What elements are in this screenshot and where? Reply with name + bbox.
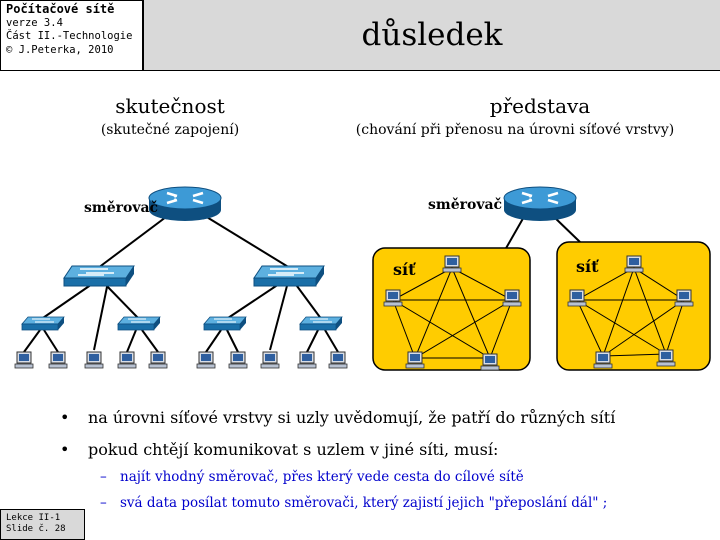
lesson-label: Lekce II-1 bbox=[6, 513, 61, 523]
left-hub-3-icon bbox=[203, 316, 247, 331]
part-label: Část II.-Technologie bbox=[6, 30, 133, 42]
subbullet-text: svá data posílat tomuto směrovači, který… bbox=[120, 495, 608, 511]
network-1-label: síť bbox=[393, 260, 416, 279]
left-pc-icon bbox=[328, 351, 348, 369]
left-pc-icon bbox=[196, 351, 216, 369]
network-2-mesh bbox=[575, 266, 686, 358]
bullet-text: na úrovni síťové vrstvy si uzly uvědomuj… bbox=[88, 408, 616, 427]
net2-pc-icon bbox=[593, 351, 613, 369]
bullet-dot-icon: • bbox=[60, 408, 70, 427]
left-hub-4-icon bbox=[299, 316, 343, 331]
left-router-icon bbox=[147, 185, 223, 223]
bullet-dot-icon: • bbox=[60, 440, 70, 459]
net1-pc-icon bbox=[502, 289, 522, 307]
dash-icon: – bbox=[100, 469, 107, 485]
right-router-label: směrovač bbox=[428, 197, 502, 213]
left-pc-icon bbox=[148, 351, 168, 369]
left-pc-icon bbox=[14, 351, 34, 369]
left-hub-2-icon bbox=[117, 316, 161, 331]
left-switch-1-icon bbox=[63, 265, 135, 287]
net2-pc-icon bbox=[567, 289, 587, 307]
left-hub-1-icon bbox=[21, 316, 65, 331]
left-links bbox=[23, 207, 339, 353]
net1-pc-icon bbox=[383, 289, 403, 307]
left-pc-icon bbox=[48, 351, 68, 369]
left-subtitle: (skutečné zapojení) bbox=[100, 122, 240, 138]
net2-pc-icon bbox=[624, 255, 644, 273]
copyright-label: © J.Peterka, 2010 bbox=[6, 43, 114, 56]
course-name: Počítačové sítě bbox=[6, 2, 115, 16]
right-title: představa bbox=[489, 94, 591, 118]
left-pc-icon bbox=[117, 351, 137, 369]
slide-number: Slide č. 28 bbox=[6, 524, 66, 534]
left-title: skutečnost bbox=[115, 94, 225, 118]
header-info-box: Počítačové sítě verze 3.4 Část II.-Techn… bbox=[0, 0, 143, 71]
network-2-label: síť bbox=[576, 257, 599, 276]
net2-pc-icon bbox=[674, 289, 694, 307]
left-router-label: směrovač bbox=[84, 200, 158, 216]
network-1-box bbox=[372, 247, 531, 371]
network-1-mesh bbox=[391, 266, 514, 360]
version-label: verze 3.4 bbox=[6, 16, 63, 29]
left-pc-icon bbox=[297, 351, 317, 369]
slide-footer: Lekce II-1 Slide č. 28 bbox=[0, 509, 85, 540]
right-router-icon bbox=[502, 185, 578, 223]
net2-pc-icon bbox=[656, 349, 676, 367]
net1-pc-icon bbox=[480, 353, 500, 371]
net1-pc-icon bbox=[442, 255, 462, 273]
bullet-text: pokud chtějí komunikovat s uzlem v jiné … bbox=[88, 440, 499, 459]
left-pc-icon bbox=[84, 351, 104, 369]
dash-icon: – bbox=[100, 495, 107, 511]
left-pc-icon bbox=[228, 351, 248, 369]
subbullet-text: najít vhodný směrovač, přes který vede c… bbox=[120, 469, 524, 485]
right-subtitle: (chování při přenosu na úrovni síťové vr… bbox=[355, 122, 675, 138]
left-pc-icon bbox=[260, 351, 280, 369]
slide-title: důsledek bbox=[144, 0, 720, 71]
left-switch-2-icon bbox=[253, 265, 325, 287]
net1-pc-icon bbox=[405, 351, 425, 369]
